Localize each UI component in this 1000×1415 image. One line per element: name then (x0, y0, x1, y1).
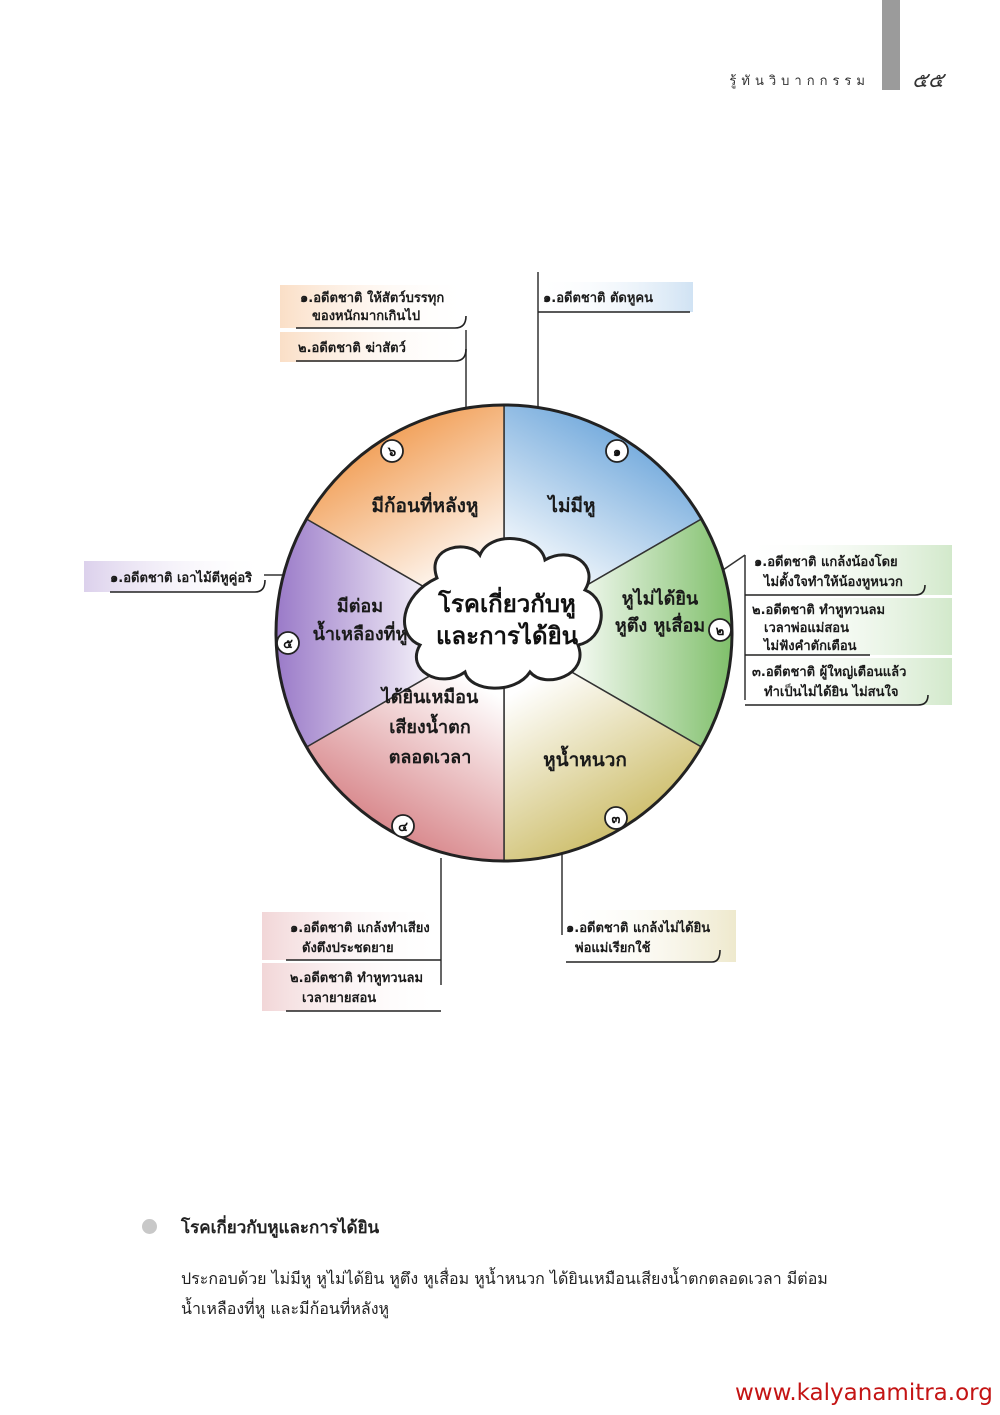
segment-3-number: ๓ (612, 812, 621, 827)
annotation-boxes (84, 282, 952, 1011)
center-title-line2: และการได้ยิน (436, 621, 579, 650)
segment-4-label-line2: เสียงน้ำตก (389, 713, 470, 738)
cause-seg5-1-line1: ๑.อดีตชาติ เอาไม้ตีหูคู่อริ (110, 569, 252, 586)
cause-seg4-2-line1: ๒.อดีตชาติ ทำหูทวนลม (290, 970, 423, 986)
box-underlines (110, 311, 929, 1012)
cause-texts: ๑.อดีตชาติ ให้สัตว์บรรทุก ของหนักมากเกิน… (110, 289, 906, 1006)
header-bar (882, 0, 900, 90)
cause-seg2-2-line1: ๒.อดีตชาติ ทำหูทวนลม (752, 602, 885, 618)
running-header-title: รู้ทันวิบากกรรม (729, 74, 870, 89)
cause-seg2-1-line2: ไม่ตั้งใจทำให้น้องหูหนวก (762, 571, 903, 590)
segment-1-label-line1: ไม่มีหู (546, 494, 595, 518)
cause-box-seg2-3 (742, 658, 952, 705)
segment-5-label-line1: มีต่อม (337, 596, 383, 617)
cause-seg1-1-line1: ๑.อดีตชาติ ตัดหูคน (543, 290, 653, 306)
cause-seg6-2-line1: ๒.อดีตชาติ ฆ่าสัตว์ (298, 340, 406, 356)
cause-box-seg1-1 (535, 282, 693, 312)
segment-4-label-line3: ตลอดเวลา (389, 747, 472, 768)
cause-seg4-1-line2: ดังตึงประชดยาย (302, 940, 394, 956)
segment-1-number: ๑ (613, 445, 621, 460)
body-line-1: ประกอบด้วย ไม่มีหู หูไม่ได้ยิน หูตึง หูเ… (181, 1269, 828, 1288)
wheel-outline (274, 403, 734, 863)
cause-seg2-1-line1: ๑.อดีตชาติ แกล้งน้องโดย (754, 553, 898, 570)
connector-seg2 (722, 554, 746, 571)
cause-seg3-1-line2: พ่อแม่เรียกใช้ (575, 939, 651, 956)
segment-1-number-badge (605, 439, 629, 463)
segment-6-label-line1: มีก้อนที่หลังหู (372, 492, 479, 518)
page-number: ๕๕ (912, 68, 944, 92)
center-cloud: โรคเกี่ยวกับหู และการได้ยิน (403, 537, 603, 690)
cause-seg2-3-line1: ๓.อดีตชาติ ผู้ใหญ่เตือนแล้ว (752, 663, 906, 680)
segment-3-number-badge (604, 806, 628, 830)
segment-2-label-line2: หูตึง หูเสื่อม (615, 613, 705, 638)
cause-seg4-1-line1: ๑.อดีตชาติ แกล้งทำเสียง (290, 920, 430, 936)
cause-seg4-2-line2: เวลายายสอน (302, 991, 376, 1006)
section-bullet (142, 1219, 157, 1234)
cause-seg6-1-line2: ของหนักมากเกินไป (312, 307, 420, 324)
segment-5-number: ๕ (283, 637, 293, 652)
segment-2-label-line1: หูไม่ได้ยิน (622, 588, 699, 611)
segment-6-number-badge (380, 439, 404, 463)
segment-6-number: ๖ (387, 445, 396, 460)
section-title: โรคเกี่ยวกับหูและการได้ยิน (181, 1218, 380, 1238)
cause-box-seg2-1 (742, 545, 952, 595)
cause-box-seg5-1 (84, 561, 268, 592)
cause-box-seg4-2 (262, 963, 443, 1011)
segment-2-number-badge (708, 618, 732, 642)
segment-4-label-line1: ได้ยินเหมือน (380, 686, 479, 708)
body-line-2: น้ำเหลืองที่หู และมีก้อนที่หลังหู (181, 1299, 390, 1318)
segment-2-number: ๒ (716, 624, 725, 639)
segment-4-number: ๔ (398, 820, 408, 835)
ear-disease-diagram: ไม่มีหู ๑หูไม่ได้ยินหูตึง หูเสื่อม ๒หูน้ำห… (84, 272, 952, 1012)
cause-seg2-2-line2: เวลาพ่อแม่สอน (764, 621, 849, 636)
cause-seg2-3-line2: ทำเป็นไม่ได้ยิน ไม่สนใจ (764, 682, 898, 700)
cause-box-seg3-1 (558, 910, 736, 962)
footer-url: www.kalyanamitra.org (735, 1380, 993, 1406)
cause-seg2-2-line3: ไม่ฟังคำตักเตือน (762, 637, 857, 654)
cause-box-seg2-2 (742, 598, 952, 655)
segment-3-label-line1: หูน้ำหนวก (543, 745, 627, 772)
cause-seg6-1-line1: ๑.อดีตชาติ ให้สัตว์บรรทุก (300, 289, 444, 306)
center-title-line1: โรคเกี่ยวกับหู (437, 586, 576, 619)
cause-box-seg4-1 (262, 912, 443, 960)
cause-box-seg6-2 (280, 332, 470, 362)
cause-seg3-1-line1: ๑.อดีตชาติ แกล้งไม่ได้ยิน (566, 919, 710, 936)
segment-4-number-badge (391, 814, 415, 838)
segment-5-number-badge (276, 631, 300, 655)
segment-5-label-line2: น้ำเหลืองที่หู (313, 620, 408, 646)
cause-box-seg6-1 (280, 285, 470, 328)
